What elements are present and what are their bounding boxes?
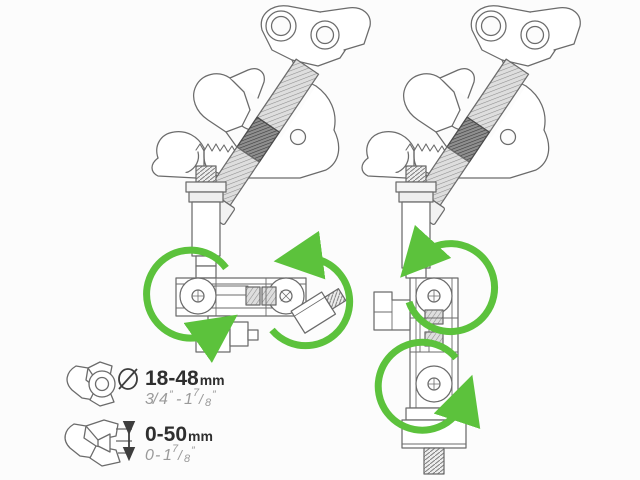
svg-text:0: 0 [145, 447, 154, 464]
accessory-block [373, 291, 411, 331]
rotation-arrow-right-upper [400, 224, 499, 336]
clamp-wing-lever [403, 68, 479, 153]
figure-right [361, 5, 581, 475]
legend: 18-48mm 3 / 4 ” - 1 7 / 8 ” [64, 361, 225, 467]
jaw-serration [405, 143, 451, 154]
svg-text:/: / [152, 391, 159, 408]
legend-metric-diameter: 18-48mm [145, 367, 225, 390]
clamp-upper-yoke [260, 5, 371, 87]
svg-text:”: ” [191, 445, 196, 457]
clamp-lower-jaw [151, 130, 205, 179]
svg-text:7: 7 [172, 443, 179, 455]
svg-text:/: / [198, 391, 205, 407]
rotation-arrow-right-lower [374, 338, 481, 434]
svg-text:-: - [155, 447, 160, 464]
diameter-symbol [118, 368, 138, 390]
clamp-jaw-round-tube-icon [66, 361, 116, 407]
legend-row-thickness: 0-50mm 0 - 1 7 / 8 ” [64, 419, 213, 467]
clamp-wing-lever [193, 68, 269, 153]
legend-row-diameter: 18-48mm 3 / 4 ” - 1 7 / 8 ” [66, 361, 225, 409]
figure-left [143, 5, 371, 363]
svg-text:8: 8 [205, 397, 212, 409]
svg-text:”: ” [212, 389, 217, 401]
legend-metric-thickness: 0-50mm [145, 423, 213, 446]
svg-text:3: 3 [145, 391, 154, 408]
svg-text:7: 7 [193, 387, 200, 399]
svg-text:1: 1 [184, 391, 193, 408]
svg-text:8: 8 [184, 453, 191, 465]
legend-imperial-thickness: 0 - 1 7 / 8 ” [145, 443, 196, 465]
clamp-jaw-flat-plate-icon [64, 419, 121, 467]
svg-text:4: 4 [159, 391, 168, 408]
clamp-upper-yoke [470, 5, 581, 87]
svg-text:1: 1 [163, 447, 172, 464]
svg-text:/: / [177, 447, 184, 463]
center-column [185, 165, 227, 267]
center-column [395, 165, 437, 279]
svg-text:”: ” [169, 389, 174, 401]
legend-imperial-diameter: 3 / 4 ” - 1 7 / 8 ” [145, 387, 217, 409]
rotation-arrow-left-inner [143, 246, 238, 363]
svg-text:-: - [176, 391, 181, 408]
clamp-lower-jaw [361, 130, 415, 179]
rotation-arrow-left-outer [269, 230, 354, 350]
jaw-serration [195, 143, 241, 154]
side-knob [290, 288, 347, 334]
